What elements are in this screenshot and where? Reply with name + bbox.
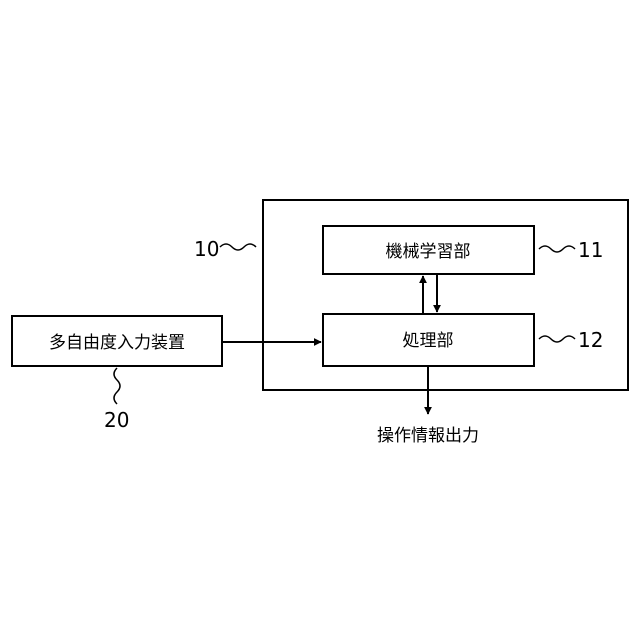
system-ref-leader [220,244,256,250]
processing-unit-label: 処理部 [403,331,454,351]
ml-unit-label: 機械学習部 [386,242,471,262]
output-label: 操作情報出力 [377,426,479,446]
ml-unit-ref: 11 [578,238,603,262]
system-ref: 10 [194,237,219,261]
input-device-label: 多自由度入力装置 [49,333,185,353]
processing-unit-ref: 12 [578,328,603,352]
input-device-ref: 20 [104,408,129,432]
input-device-ref-leader [114,368,120,404]
